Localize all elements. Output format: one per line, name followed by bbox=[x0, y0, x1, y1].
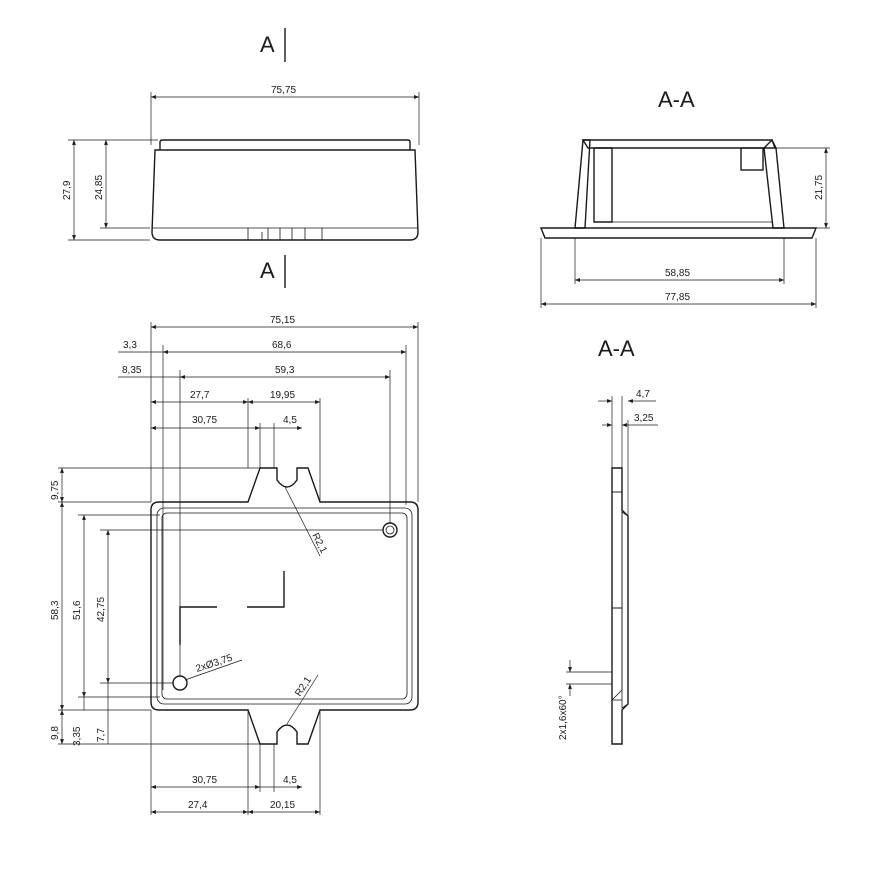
dim-tab-width-top-label: 19,95 bbox=[270, 390, 295, 401]
dim-inner-width-label: 58,85 bbox=[665, 268, 690, 279]
dim-wall-thin-label: 3,25 bbox=[634, 413, 654, 424]
radius-top-label: R2,1 bbox=[309, 531, 329, 555]
chamfer-note-label: 2x1,6x60° bbox=[558, 695, 569, 740]
dim-tab-height-top-label: 9,75 bbox=[50, 480, 61, 500]
section-title-2: A-A bbox=[598, 336, 635, 361]
radius-bottom-label: R2,1 bbox=[293, 675, 314, 699]
section-lid bbox=[581, 139, 777, 149]
mount-hole-bottom-left bbox=[172, 675, 188, 691]
dim-wall-total-label: 4,7 bbox=[636, 389, 650, 400]
top-outline bbox=[150, 467, 419, 745]
cut-label-top: A bbox=[260, 32, 275, 57]
section-title-1: A-A bbox=[658, 87, 695, 112]
side-section-view: A-A 4,7 3,25 2x1,6x60° bbox=[558, 336, 658, 745]
holes-note-label: 2xØ3,75 bbox=[195, 653, 235, 675]
side-hatch-upper bbox=[611, 491, 623, 609]
dim-section-height-label: 21,75 bbox=[814, 175, 825, 200]
dim-slot-width-bottom-label: 4,5 bbox=[283, 775, 297, 786]
side-hatch-lower bbox=[611, 607, 623, 701]
dim-tab-pos-bottom-label: 27,4 bbox=[188, 800, 208, 811]
dim-hole-height-label: 42,75 bbox=[96, 597, 107, 622]
dim-inner-span-label: 59,3 bbox=[275, 365, 295, 376]
top-view: 75,15 68,6 3,3 59,3 8,35 27,7 19,95 30,7… bbox=[50, 315, 419, 815]
bottom-slots bbox=[247, 228, 323, 240]
dim-outer-width-label: 77,85 bbox=[665, 292, 690, 303]
leader-radius-bottom bbox=[286, 674, 319, 725]
side-outline bbox=[611, 467, 629, 745]
dim-inner-height-label: 51,6 bbox=[72, 600, 83, 620]
dim-offset-bottom-label: 3,35 bbox=[72, 726, 83, 746]
dim-overall-width-label: 75,15 bbox=[270, 315, 295, 326]
top-rim-2 bbox=[161, 512, 408, 700]
dim-slot-pos-top-label: 30,75 bbox=[192, 415, 217, 426]
side-hatch-lip bbox=[621, 511, 629, 709]
section-inner-post bbox=[593, 147, 613, 223]
dim-hole-span-label: 68,6 bbox=[272, 340, 292, 351]
mount-hole-top-right bbox=[382, 522, 398, 538]
section-boss bbox=[740, 147, 764, 171]
leader-holes bbox=[184, 659, 243, 681]
dim-slot-pos-bottom-label: 30,75 bbox=[192, 775, 217, 786]
section-wall-right bbox=[763, 138, 785, 229]
lid-top bbox=[159, 139, 411, 150]
front-view: A A 75,75 27,9 24,85 bbox=[62, 28, 420, 288]
section-view: A-A 21,75 58,85 77,85 bbox=[539, 87, 830, 308]
inner-guide-right bbox=[247, 571, 285, 608]
leader-radius-top bbox=[284, 486, 321, 557]
dim-offset-hole-bottom-label: 7,7 bbox=[96, 728, 107, 742]
cut-label-bottom: A bbox=[260, 258, 275, 283]
dim-overall-height-label: 58,3 bbox=[50, 600, 61, 620]
dim-tab-pos-top-label: 27,7 bbox=[190, 390, 210, 401]
dim-offset-left-label: 3,3 bbox=[123, 340, 137, 351]
dim-slot-width-top-label: 4,5 bbox=[283, 415, 297, 426]
body-outline bbox=[151, 149, 419, 241]
dim-offset-inner-label: 8,35 bbox=[122, 365, 142, 376]
section-wall-left bbox=[574, 139, 591, 229]
section-base bbox=[539, 227, 818, 239]
dim-tab-width-bottom-label: 20,15 bbox=[270, 800, 295, 811]
dim-width-label: 75,75 bbox=[271, 85, 296, 96]
inner-guide-left bbox=[179, 606, 217, 645]
top-rim-1 bbox=[156, 507, 413, 705]
dim-height-body-label: 24,85 bbox=[94, 175, 105, 200]
dim-tab-height-bottom-label: 9,8 bbox=[50, 726, 61, 740]
dim-height-total-label: 27,9 bbox=[62, 180, 73, 200]
